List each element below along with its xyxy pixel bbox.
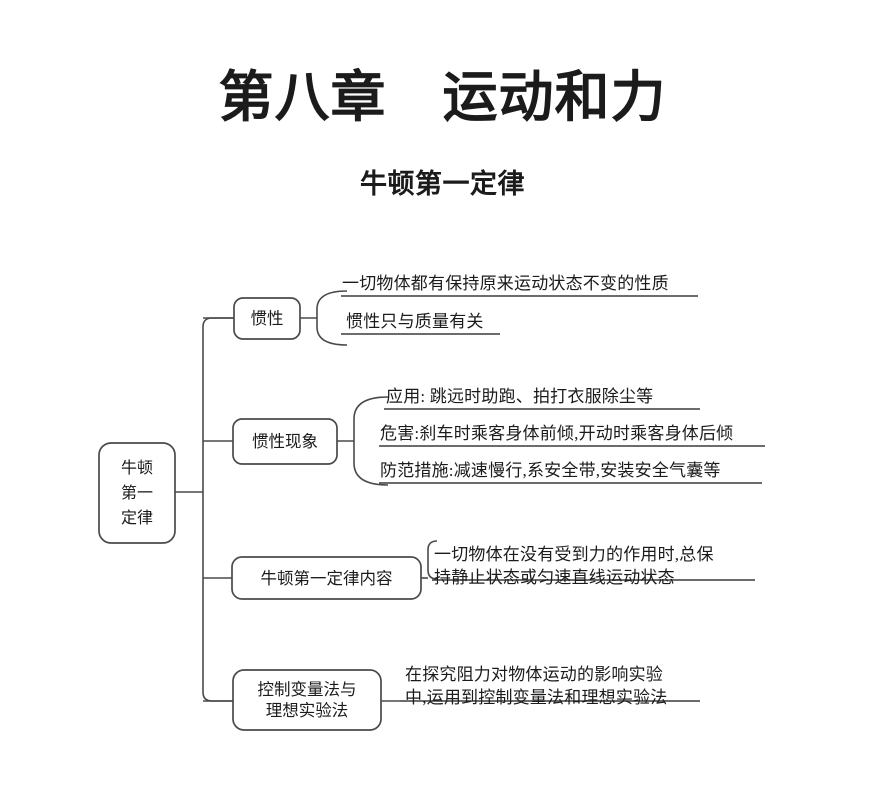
branch-2-leaf-3-text: 防范措施:减速慢行,系安全带,安装安全气囊等 xyxy=(380,461,721,480)
branch-3-leaf-1-text: 一切物体在没有受到力的作用时,总保 持静止状态或匀速直线运动状态 xyxy=(434,545,714,587)
main-spine xyxy=(202,317,234,702)
branch-4-label: 控制变量法与 理想实验法 xyxy=(257,680,357,720)
branch-2-leaf-1-text: 应用: 跳远时助跑、拍打衣服除尘等 xyxy=(386,387,654,406)
page-subtitle: 牛顿第一定律 xyxy=(360,169,525,199)
branch-1-leaf-2-text: 惯性只与质量有关 xyxy=(346,312,484,331)
branch-4-leaf-1-text: 在探究阻力对物体运动的影响实验 中,运用到控制变量法和理想实验法 xyxy=(405,665,668,707)
branch-3-label: 牛顿第一定律内容 xyxy=(260,568,393,588)
root-node-label: 牛顿 第一 定律 xyxy=(120,459,153,527)
branch-2-label: 惯性现象 xyxy=(252,432,318,451)
branch-2-leaf-2-text: 危害:刹车时乘客身体前倾,开动时乘客身体后倾 xyxy=(380,424,734,443)
page-title: 第八章 运动和力 xyxy=(218,66,667,128)
branch-1-leaf-1-text: 一切物体都有保持原来运动状态不变的性质 xyxy=(342,274,669,293)
branch-1-brace xyxy=(316,290,348,346)
branch-1-label: 惯性 xyxy=(250,309,284,328)
